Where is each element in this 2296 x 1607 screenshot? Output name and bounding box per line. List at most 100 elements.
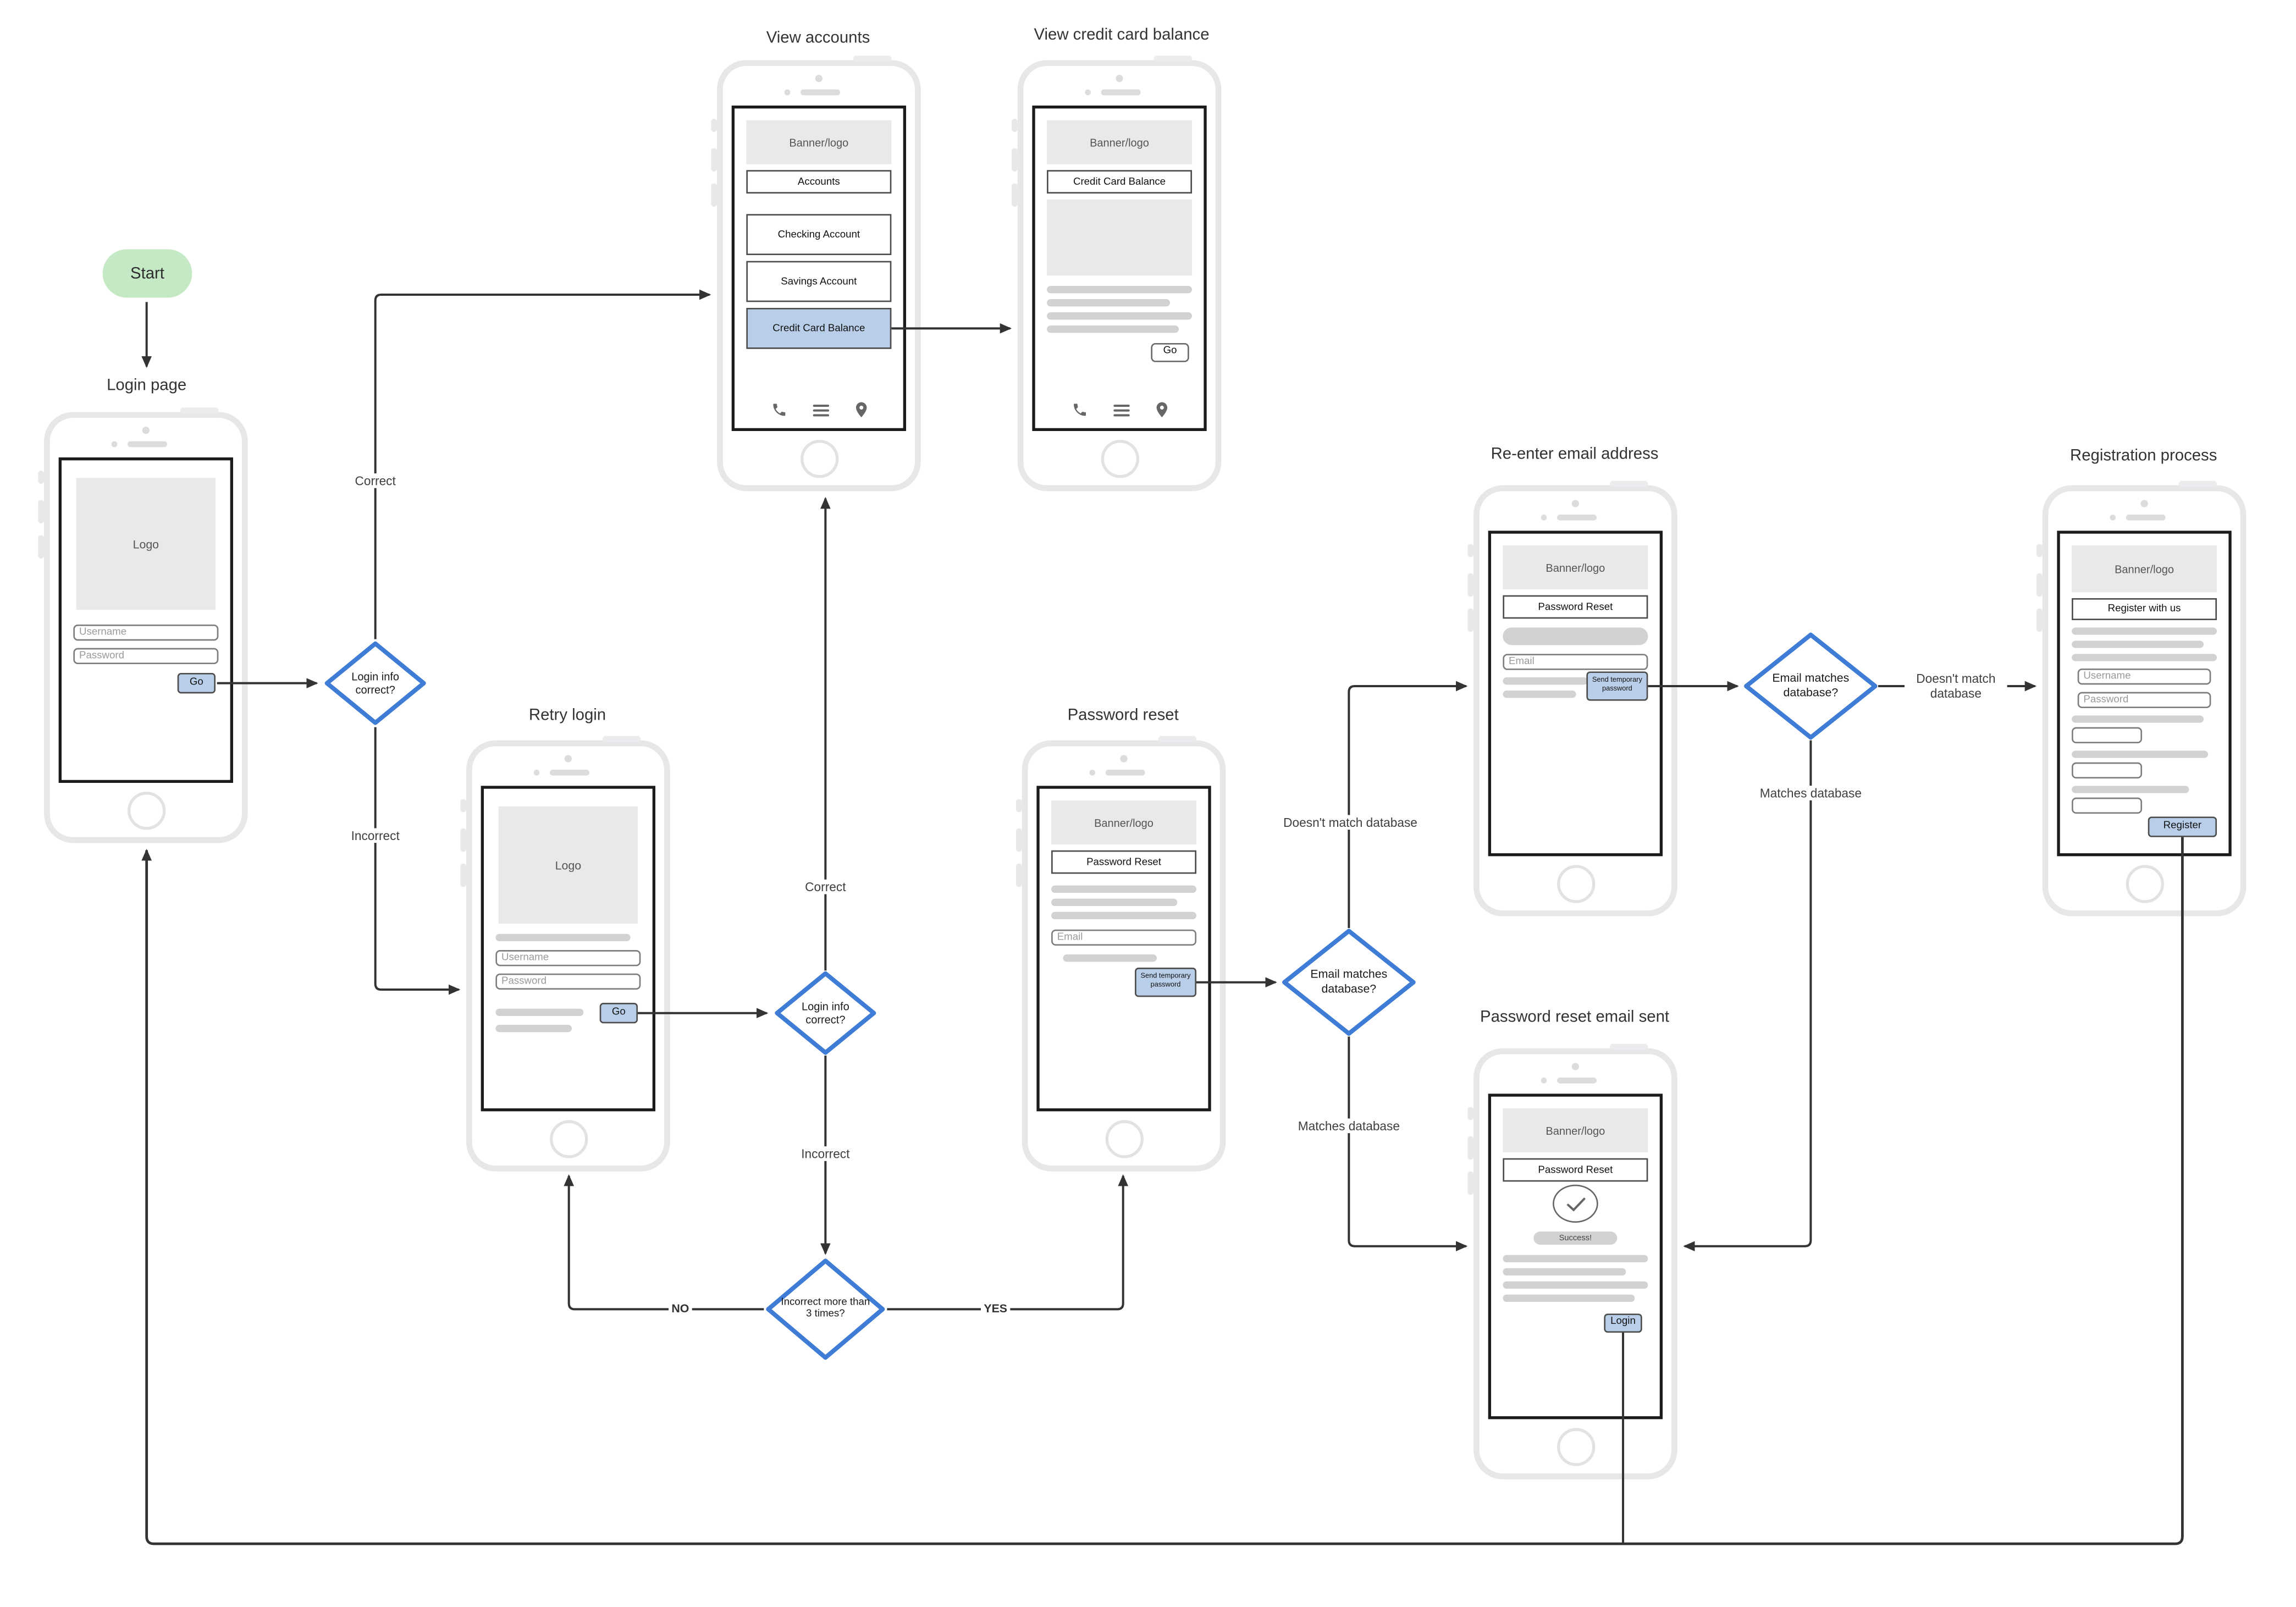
speaker-slot-icon xyxy=(1100,89,1140,96)
menu-icon[interactable] xyxy=(812,402,829,417)
volume-up-button xyxy=(1016,828,1022,852)
home-button[interactable] xyxy=(126,792,165,830)
password-input[interactable] xyxy=(495,973,641,990)
credit-card-balance-item[interactable]: Credit Card Balance xyxy=(746,308,892,349)
home-button[interactable] xyxy=(799,440,838,478)
sensor-dot-icon xyxy=(111,441,117,448)
power-button xyxy=(180,407,219,414)
camera-dot-icon xyxy=(142,427,150,434)
phone-password-reset: Banner/logo Password Reset Send temporar… xyxy=(1016,736,1226,1172)
sensor-dot-icon xyxy=(1089,770,1095,776)
edge-d3-yes-to-preset xyxy=(887,1174,1129,1311)
text-line-placeholder xyxy=(1051,885,1197,892)
login-screen: Logo Go xyxy=(58,457,234,783)
edge-d3-no-to-retry xyxy=(564,1174,764,1311)
phone-re-enter-email: Banner/logo Password Reset Send temporar… xyxy=(1467,481,1677,916)
savings-account-item[interactable]: Savings Account xyxy=(746,261,892,302)
power-button xyxy=(1610,481,1648,487)
register-button[interactable]: Register xyxy=(2148,816,2217,837)
camera-dot-icon xyxy=(2140,500,2148,507)
text-line-placeholder xyxy=(1063,954,1157,962)
volume-down-button xyxy=(460,863,467,887)
phone-registration-process: Banner/logo Register with us Register xyxy=(2036,481,2247,916)
go-button[interactable]: Go xyxy=(1151,343,1189,362)
go-button[interactable]: Go xyxy=(177,673,216,694)
power-button xyxy=(1610,1043,1648,1050)
logo-placeholder: Logo xyxy=(76,478,216,610)
home-button[interactable] xyxy=(2125,865,2163,903)
logo-label: Logo xyxy=(555,858,582,872)
volume-up-button xyxy=(1467,1136,1474,1160)
home-button[interactable] xyxy=(1100,440,1139,478)
speaker-slot-icon xyxy=(1556,515,1596,521)
home-button[interactable] xyxy=(1556,1428,1595,1466)
volume-up-button xyxy=(1467,573,1474,597)
speaker-slot-icon xyxy=(2125,515,2165,521)
phone-view-credit-card-balance: Banner/logo Credit Card Balance Go xyxy=(1012,56,1222,492)
text-line-placeholder xyxy=(1503,1294,1635,1301)
decision-label: Login info correct? xyxy=(351,670,400,697)
mute-switch xyxy=(460,799,467,813)
field-input[interactable] xyxy=(2072,727,2143,744)
speaker-slot-icon xyxy=(549,770,589,776)
phone-icon[interactable] xyxy=(770,402,786,418)
email-input[interactable] xyxy=(1051,929,1197,946)
volume-down-button xyxy=(711,183,718,207)
content-placeholder xyxy=(1047,199,1193,276)
accounts-screen: Banner/logo Accounts Checking Account Sa… xyxy=(731,106,907,432)
sensor-dot-icon xyxy=(2109,515,2115,521)
edge-label-correct: Correct xyxy=(352,473,399,489)
location-icon[interactable] xyxy=(1155,402,1168,418)
edge-label-matches: Matches database xyxy=(1295,1118,1403,1134)
email-input[interactable] xyxy=(1503,654,1648,670)
speaker-slot-icon xyxy=(1556,1078,1596,1084)
accounts-header: Accounts xyxy=(746,170,892,194)
send-temporary-password-button[interactable]: Send temporary password xyxy=(1135,968,1197,997)
phone-icon[interactable] xyxy=(1071,402,1087,418)
speaker-slot-icon xyxy=(1105,770,1145,776)
volume-down-button xyxy=(1016,863,1022,887)
text-line-placeholder xyxy=(2072,627,2217,634)
home-button[interactable] xyxy=(1556,865,1595,903)
volume-down-button xyxy=(1467,608,1474,632)
username-input[interactable] xyxy=(2077,669,2211,685)
title-view-accounts: View accounts xyxy=(766,29,870,47)
field-input[interactable] xyxy=(2072,762,2143,779)
home-button[interactable] xyxy=(1105,1120,1143,1158)
text-line-placeholder xyxy=(495,1008,584,1015)
mute-switch xyxy=(1467,1107,1474,1120)
go-button[interactable]: Go xyxy=(599,1003,638,1024)
volume-down-button xyxy=(2036,608,2043,632)
phone-login-page: Logo Go xyxy=(38,407,248,843)
logo-placeholder: Logo xyxy=(498,806,638,924)
volume-up-button xyxy=(460,828,467,852)
text-line-placeholder xyxy=(2072,715,2204,722)
field-input[interactable] xyxy=(2072,797,2143,814)
banner-placeholder: Banner/logo xyxy=(1051,800,1197,845)
home-button[interactable] xyxy=(549,1120,588,1158)
sensor-dot-icon xyxy=(783,89,790,96)
username-input[interactable] xyxy=(73,625,219,641)
volume-up-button xyxy=(1012,148,1018,172)
send-temporary-password-button[interactable]: Send temporary password xyxy=(1586,671,1648,701)
decision-label: Email matches database? xyxy=(1772,672,1850,700)
password-input[interactable] xyxy=(73,648,219,665)
text-line-placeholder xyxy=(1051,912,1197,919)
text-line-placeholder xyxy=(1503,1255,1648,1262)
checking-account-item[interactable]: Checking Account xyxy=(746,214,892,256)
power-button xyxy=(2178,481,2217,487)
location-icon[interactable] xyxy=(854,402,867,418)
username-input[interactable] xyxy=(495,950,641,967)
password-input[interactable] xyxy=(2077,692,2211,709)
volume-down-button xyxy=(1467,1171,1474,1195)
mute-switch xyxy=(711,119,718,132)
menu-icon[interactable] xyxy=(1112,402,1130,417)
edge-d1-correct-to-accounts xyxy=(374,289,711,639)
decision-email-matches-2: Email matches database? xyxy=(1743,632,1878,740)
login-button[interactable]: Login xyxy=(1604,1313,1642,1333)
speaker-slot-icon xyxy=(799,89,840,96)
text-line-placeholder xyxy=(1051,898,1178,905)
title-password-reset: Password reset xyxy=(1067,706,1179,725)
error-text-placeholder xyxy=(495,934,631,941)
mute-switch xyxy=(1016,799,1022,813)
